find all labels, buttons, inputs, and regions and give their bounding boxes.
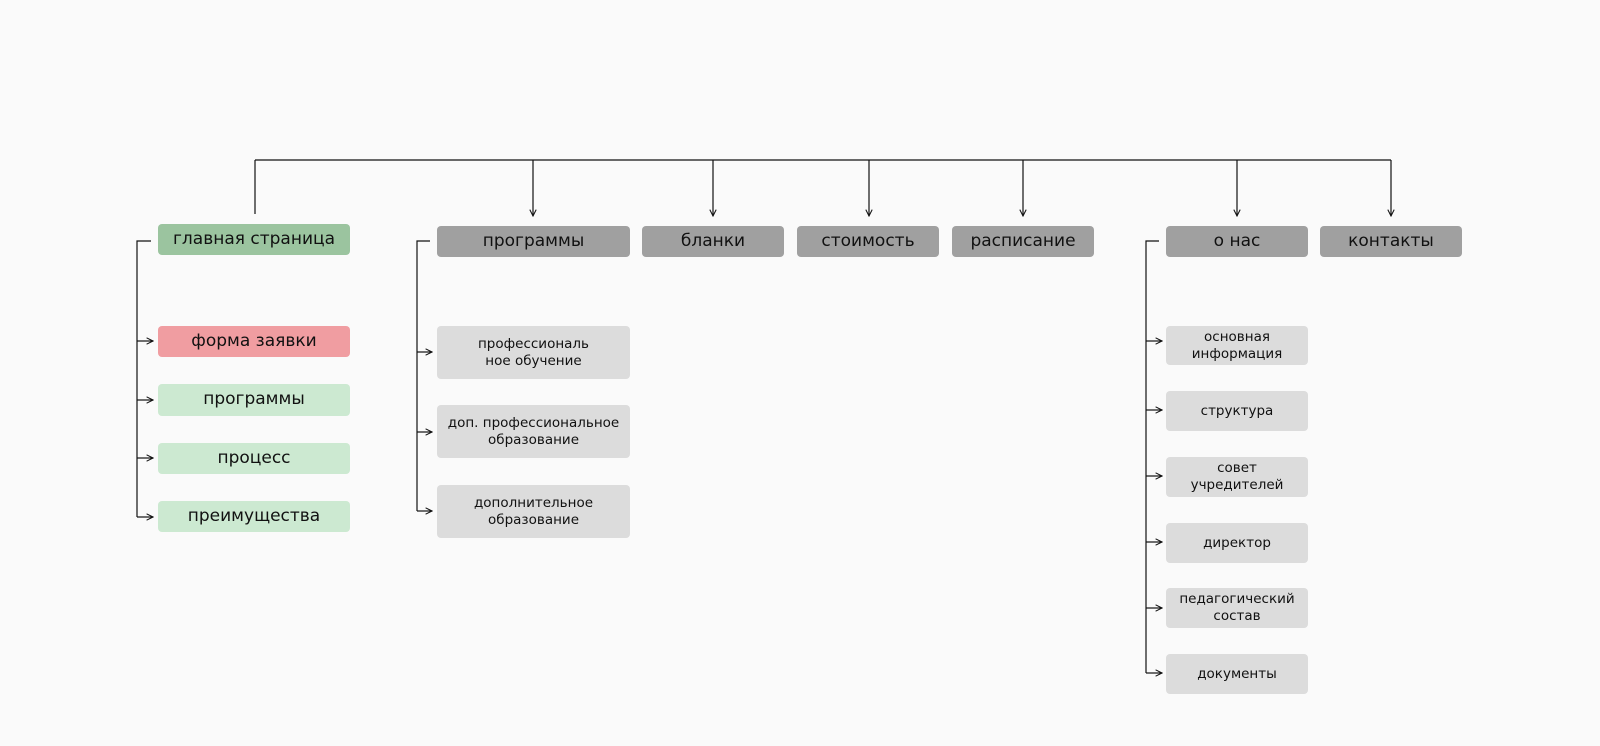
process-label: процесс	[217, 447, 291, 468]
advantages-label: преимущества	[187, 505, 321, 526]
home-section-process: процесс	[158, 443, 350, 474]
documents-label: документы	[1197, 665, 1277, 682]
founders-council-label: совет учредителей	[1190, 460, 1284, 493]
application-form-label: форма заявки	[191, 330, 317, 351]
page-node-schedule: расписание	[952, 226, 1094, 257]
page-node-contacts: контакты	[1320, 226, 1462, 257]
home-section-advantages: преимущества	[158, 501, 350, 532]
programs-child-additional-education: дополнительное образование	[437, 485, 630, 538]
page-node-blanks: бланки	[642, 226, 784, 257]
page-node-programs: программы	[437, 226, 630, 257]
home-page-node: главная страница	[158, 224, 350, 255]
about-branch-line	[1145, 240, 1159, 673]
blanks-page-label: бланки	[680, 230, 746, 251]
about-child-structure: структура	[1166, 391, 1308, 431]
home-branch-line	[136, 240, 151, 517]
home-programs-label: программы	[203, 389, 305, 410]
cost-page-label: стоимость	[821, 230, 915, 251]
about-child-founders-council: совет учредителей	[1166, 457, 1308, 497]
additional-education-label: дополнительное образование	[473, 494, 594, 528]
page-node-cost: стоимость	[797, 226, 939, 257]
home-section-programs: программы	[158, 384, 350, 416]
schedule-page-label: расписание	[970, 230, 1076, 251]
teaching-staff-label: педагогический состав	[1179, 591, 1295, 624]
programs-child-additional-professional-education: доп. профессиональное образование	[437, 405, 630, 458]
additional-professional-education-label: доп. профессиональное образование	[447, 414, 620, 448]
programs-page-label: программы	[482, 230, 585, 251]
main-info-label: основная информация	[1191, 328, 1283, 362]
page-node-about: о нас	[1166, 226, 1308, 257]
about-child-main-info: основная информация	[1166, 326, 1308, 365]
home-section-application-form: форма заявки	[158, 326, 350, 357]
structure-label: структура	[1200, 402, 1274, 419]
about-page-label: о нас	[1213, 230, 1261, 251]
programs-branch-line	[416, 240, 430, 511]
professional-training-label: профессиональ ное обучение	[477, 335, 590, 369]
contacts-page-label: контакты	[1348, 230, 1434, 251]
home-page-label: главная страница	[172, 228, 335, 249]
director-label: директор	[1203, 534, 1271, 551]
about-child-documents: документы	[1166, 654, 1308, 694]
about-child-director: директор	[1166, 523, 1308, 563]
programs-child-professional-training: профессиональ ное обучение	[437, 326, 630, 379]
about-child-teaching-staff: педагогический состав	[1166, 588, 1308, 628]
